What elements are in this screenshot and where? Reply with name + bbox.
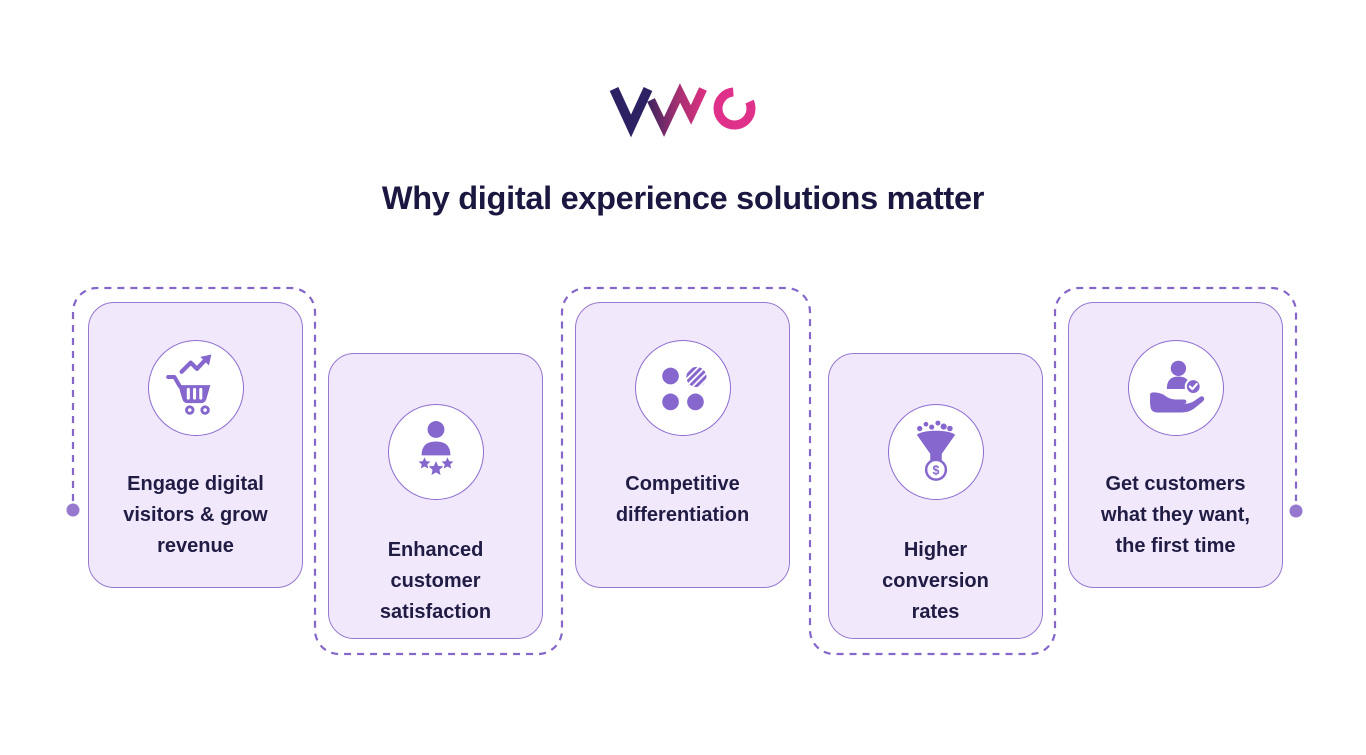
logo-letter-v (609, 87, 653, 138)
card-higher-conversion-rates: $ Higher conversion rates (828, 353, 1043, 639)
vwo-logo (609, 83, 756, 138)
left-endpoint-dot (66, 503, 80, 517)
card-label: Higher conversion rates (882, 539, 989, 623)
logo-letter-w (647, 83, 707, 137)
page-title: Why digital experience solutions matter (381, 180, 985, 216)
coin-dollar-symbol: $ (932, 464, 939, 478)
card-get-customers-what-they-want: Get customers what they want, the first … (1068, 302, 1283, 588)
card-engage-digital-visitors: Engage digital visitors & grow revenue (88, 302, 303, 588)
card-competitive-differentiation: Competitive differentiation (575, 302, 790, 588)
icon-circle (387, 404, 484, 500)
right-endpoint-dot (1289, 504, 1303, 518)
card-enhanced-customer-satisfaction: Enhanced customer satisfaction (328, 353, 543, 639)
icon-circle: $ (887, 404, 984, 500)
icon-circle (147, 340, 244, 436)
dots-grid-icon (661, 366, 706, 411)
card-label: Get customers what they want, the first … (1101, 473, 1250, 557)
cart-growth-icon (165, 354, 211, 415)
card-label: Competitive differentiation (615, 473, 750, 526)
card-label: Enhanced customer satisfaction (379, 539, 492, 623)
logo-letter-o (713, 87, 756, 130)
hand-person-check-icon (1149, 360, 1204, 413)
icon-circle (634, 340, 731, 436)
card-label: Engage digital visitors & grow revenue (123, 473, 268, 557)
funnel-dollar-icon: $ (916, 420, 955, 481)
person-stars-icon (418, 421, 453, 476)
icon-circle (1127, 340, 1224, 436)
